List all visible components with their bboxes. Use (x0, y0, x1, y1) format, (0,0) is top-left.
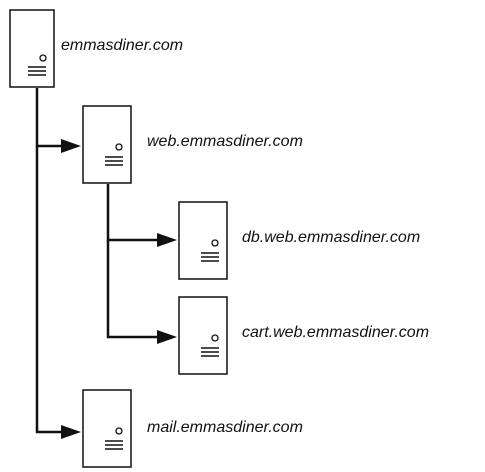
node-label-cart: cart.web.emmasdiner.com (242, 324, 430, 341)
server-icon-db (178, 201, 228, 280)
edge-root-web (35, 88, 76, 148)
arrowhead-cart (157, 330, 177, 344)
arrowhead-db (157, 233, 177, 247)
edge-web-db (106, 184, 171, 242)
edge-web-cart (106, 240, 171, 339)
server-icon-web (82, 105, 132, 184)
server-icon-mail (82, 389, 132, 468)
node-label-web: web.emmasdiner.com (147, 133, 303, 150)
edge-root-mail (35, 146, 76, 434)
arrowhead-mail (61, 425, 81, 439)
arrowhead-web (61, 139, 81, 153)
arrowheads (61, 139, 177, 439)
node-label-mail: mail.emmasdiner.com (147, 419, 303, 436)
node-label-root: emmasdiner.com (61, 37, 184, 54)
node-label-db: db.web.emmasdiner.com (242, 229, 421, 246)
server-icon-root (9, 9, 55, 88)
server-icon-cart (178, 296, 228, 375)
